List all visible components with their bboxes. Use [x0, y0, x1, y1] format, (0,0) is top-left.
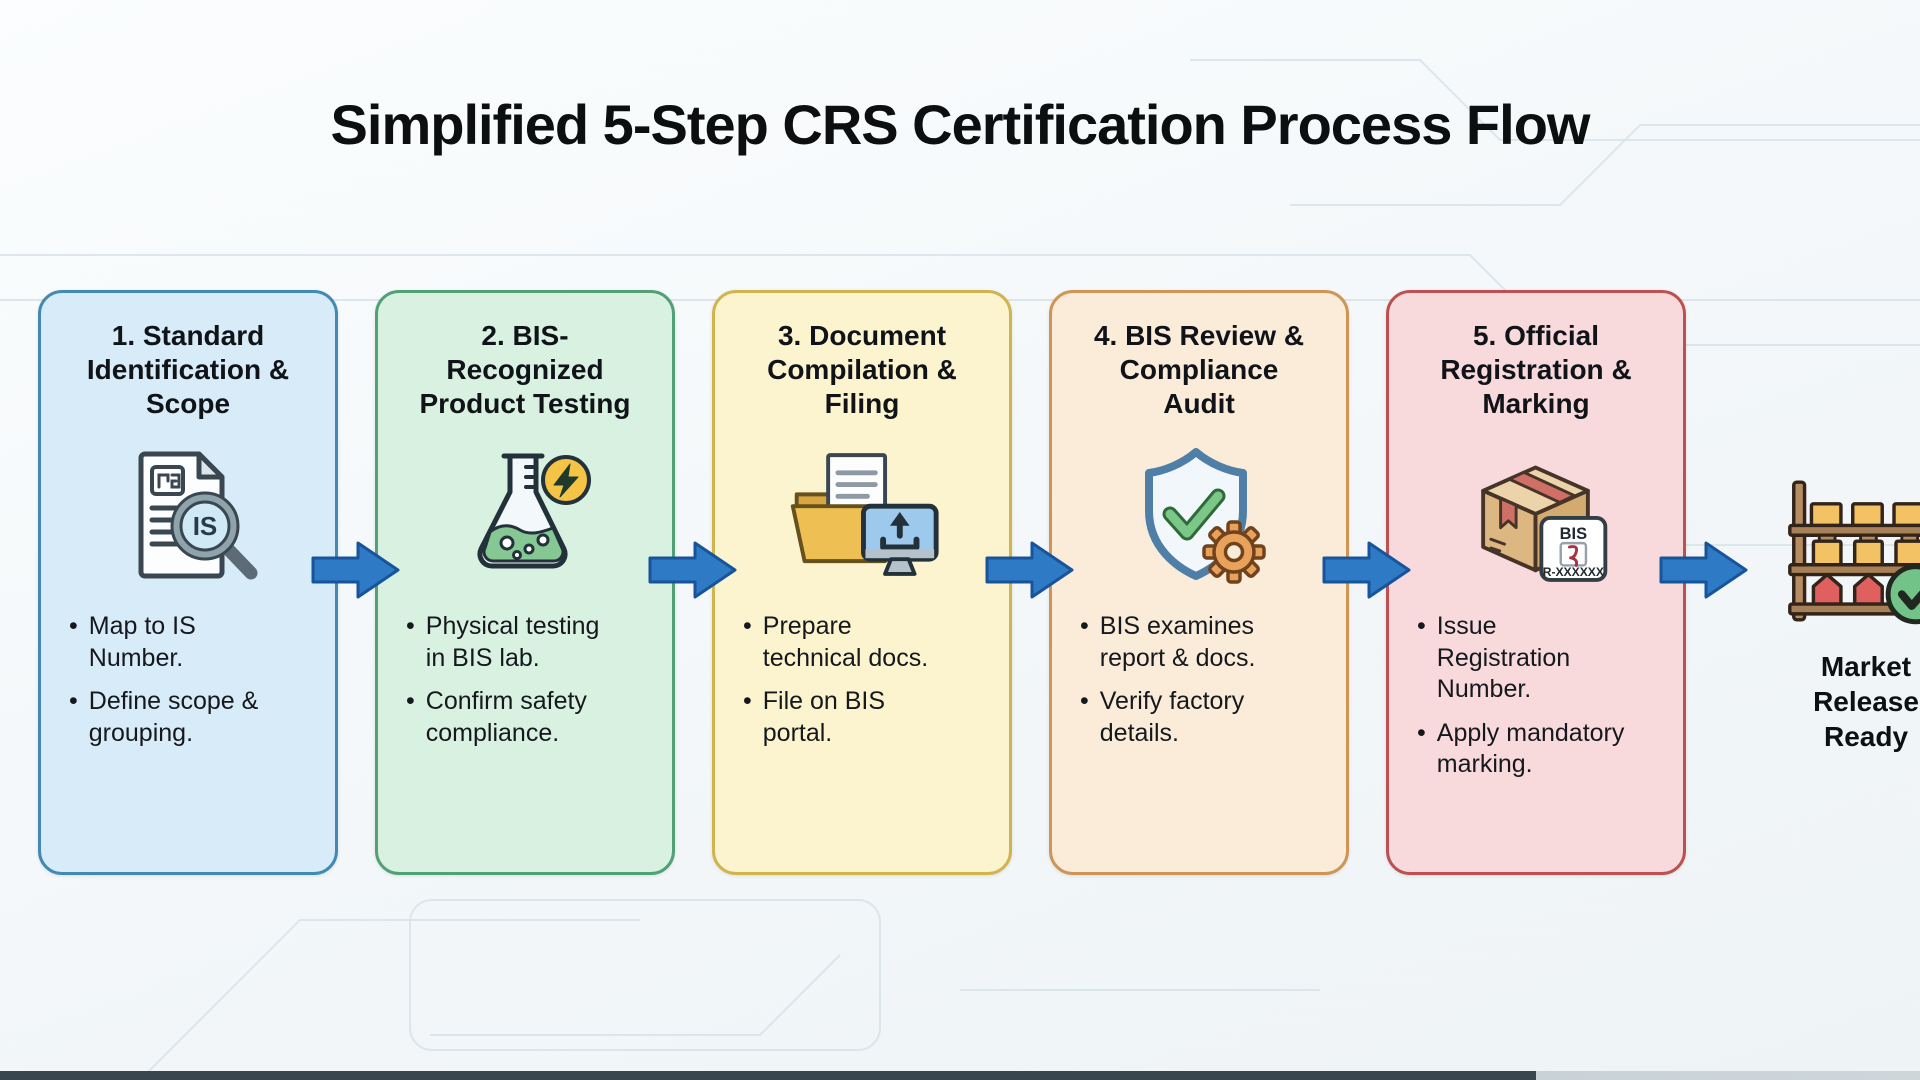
step-2-title: 2. BIS-Recognized Product Testing [419, 320, 631, 420]
list-item: Issue Registration Number. [1417, 611, 1665, 706]
registration-number-label: R-XXXXXX [1543, 565, 1604, 579]
product-testing-icon [396, 431, 654, 599]
list-item: Confirm safety compliance. [406, 686, 654, 749]
step-3-bullets: Prepare technical docs. File on BIS port… [733, 611, 991, 761]
step-4-title: 4. BIS Review & Compliance Audit [1093, 320, 1305, 420]
result-label: Market Release Ready [1813, 651, 1919, 752]
step-card-1: 1. Standard Identification & Scope IS Ma… [38, 290, 338, 875]
process-flow: 1. Standard Identification & Scope IS Ma… [38, 290, 1920, 875]
list-item: Apply mandatory marking. [1417, 718, 1665, 781]
list-item: Define scope & grouping. [69, 686, 317, 749]
list-item: Map to IS Number. [69, 611, 317, 674]
registration-marking-icon: BIS R-XXXXXX [1407, 431, 1665, 599]
market-shelf-icon [1773, 472, 1920, 635]
step-5-bullets: Issue Registration Number. Apply mandato… [1407, 611, 1665, 793]
list-item: BIS examines report & docs. [1080, 611, 1328, 674]
market-release-ready: Market Release Ready [1773, 472, 1920, 754]
standard-identification-icon: IS [59, 431, 317, 599]
bis-label: BIS [1560, 525, 1587, 543]
step-5-title: 5. Official Registration & Marking [1440, 320, 1632, 420]
step-2-bullets: Physical testing in BIS lab. Confirm saf… [396, 611, 654, 761]
list-item: Physical testing in BIS lab. [406, 611, 654, 674]
step-card-2: 2. BIS-Recognized Product Testing Physic… [375, 290, 675, 875]
step-1-title: 1. Standard Identification & Scope [86, 320, 290, 420]
compliance-audit-icon [1070, 431, 1328, 599]
list-item: Prepare technical docs. [743, 611, 991, 674]
step-3-title: 3. Document Compilation & Filing [767, 320, 957, 420]
bottom-accent-bar [0, 1071, 1920, 1080]
document-filing-icon [733, 431, 991, 599]
list-item: Verify factory details. [1080, 686, 1328, 749]
step-card-4: 4. BIS Review & Compliance Audit [1049, 290, 1349, 875]
step-4-bullets: BIS examines report & docs. Verify facto… [1070, 611, 1328, 761]
page-title: Simplified 5-Step CRS Certification Proc… [330, 93, 1591, 156]
list-item: File on BIS portal. [743, 686, 991, 749]
step-card-5: 5. Official Registration & Marking BIS R… [1386, 290, 1686, 875]
magnifier-label: IS [193, 511, 218, 541]
step-card-3: 3. Document Compilation & Filing Prepare… [712, 290, 1012, 875]
step-1-bullets: Map to IS Number. Define scope & groupin… [59, 611, 317, 761]
